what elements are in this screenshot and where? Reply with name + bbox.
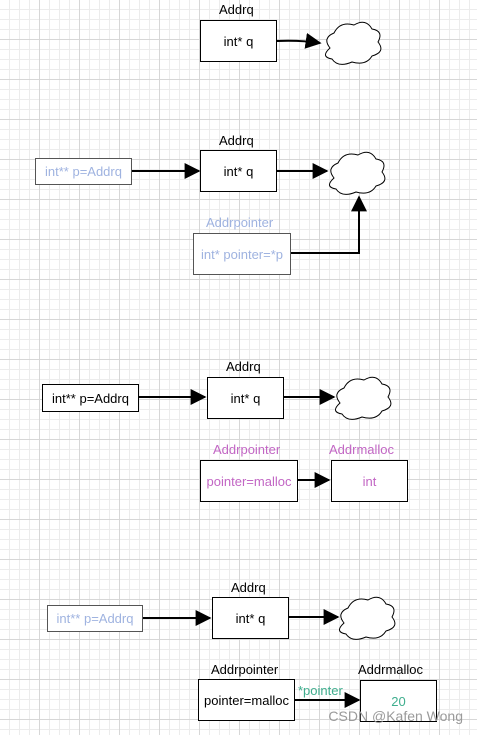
addrpointer-label-3: Addrpointer [213,442,281,457]
int-q-box-2: int* q [200,150,277,192]
addrq-label-3: Addrq [226,359,261,374]
addrmalloc-label-4: Addrmalloc [358,662,424,677]
int-pp-box-4: int** p=Addrq [47,605,143,632]
cloud-shape-1 [325,21,382,65]
addrq-label-2: Addrq [219,133,254,148]
addrmalloc-label-3: Addrmalloc [329,442,395,457]
pointer-malloc-box-3: pointer=malloc [200,460,298,502]
addrq-label-1: Addrq [219,2,254,17]
int-q-box-4: int* q [212,597,289,639]
cloud-shape-4 [339,596,396,640]
watermark: CSDN @Kafen Wong [328,708,463,724]
arrow-q-to-cloud-1 [276,32,322,49]
int-q-box-1: int* q [200,20,277,62]
malloc-value-box-4: 20 [360,680,437,722]
addrq-label-4: Addrq [231,580,266,595]
pointer-malloc-box-4: pointer=malloc [198,679,295,721]
cloud-shape-2 [329,151,386,195]
cloud-shape-3 [335,376,392,420]
malloc-int-box-3: int [331,460,408,502]
addrpointer-label-2: Addrpointer [206,215,274,230]
int-pointer-box-2: int* pointer=*p [193,233,291,275]
int-q-box-3: int* q [207,377,284,419]
int-pp-box-3: int** p=Addrq [42,384,139,412]
addrpointer-label-4: Addrpointer [211,662,279,677]
int-pp-box-2: int** p=Addrq [35,158,132,185]
deref-pointer-label-4: *pointer [298,683,343,698]
arrow-pointer-to-cloud-2 [291,195,367,254]
